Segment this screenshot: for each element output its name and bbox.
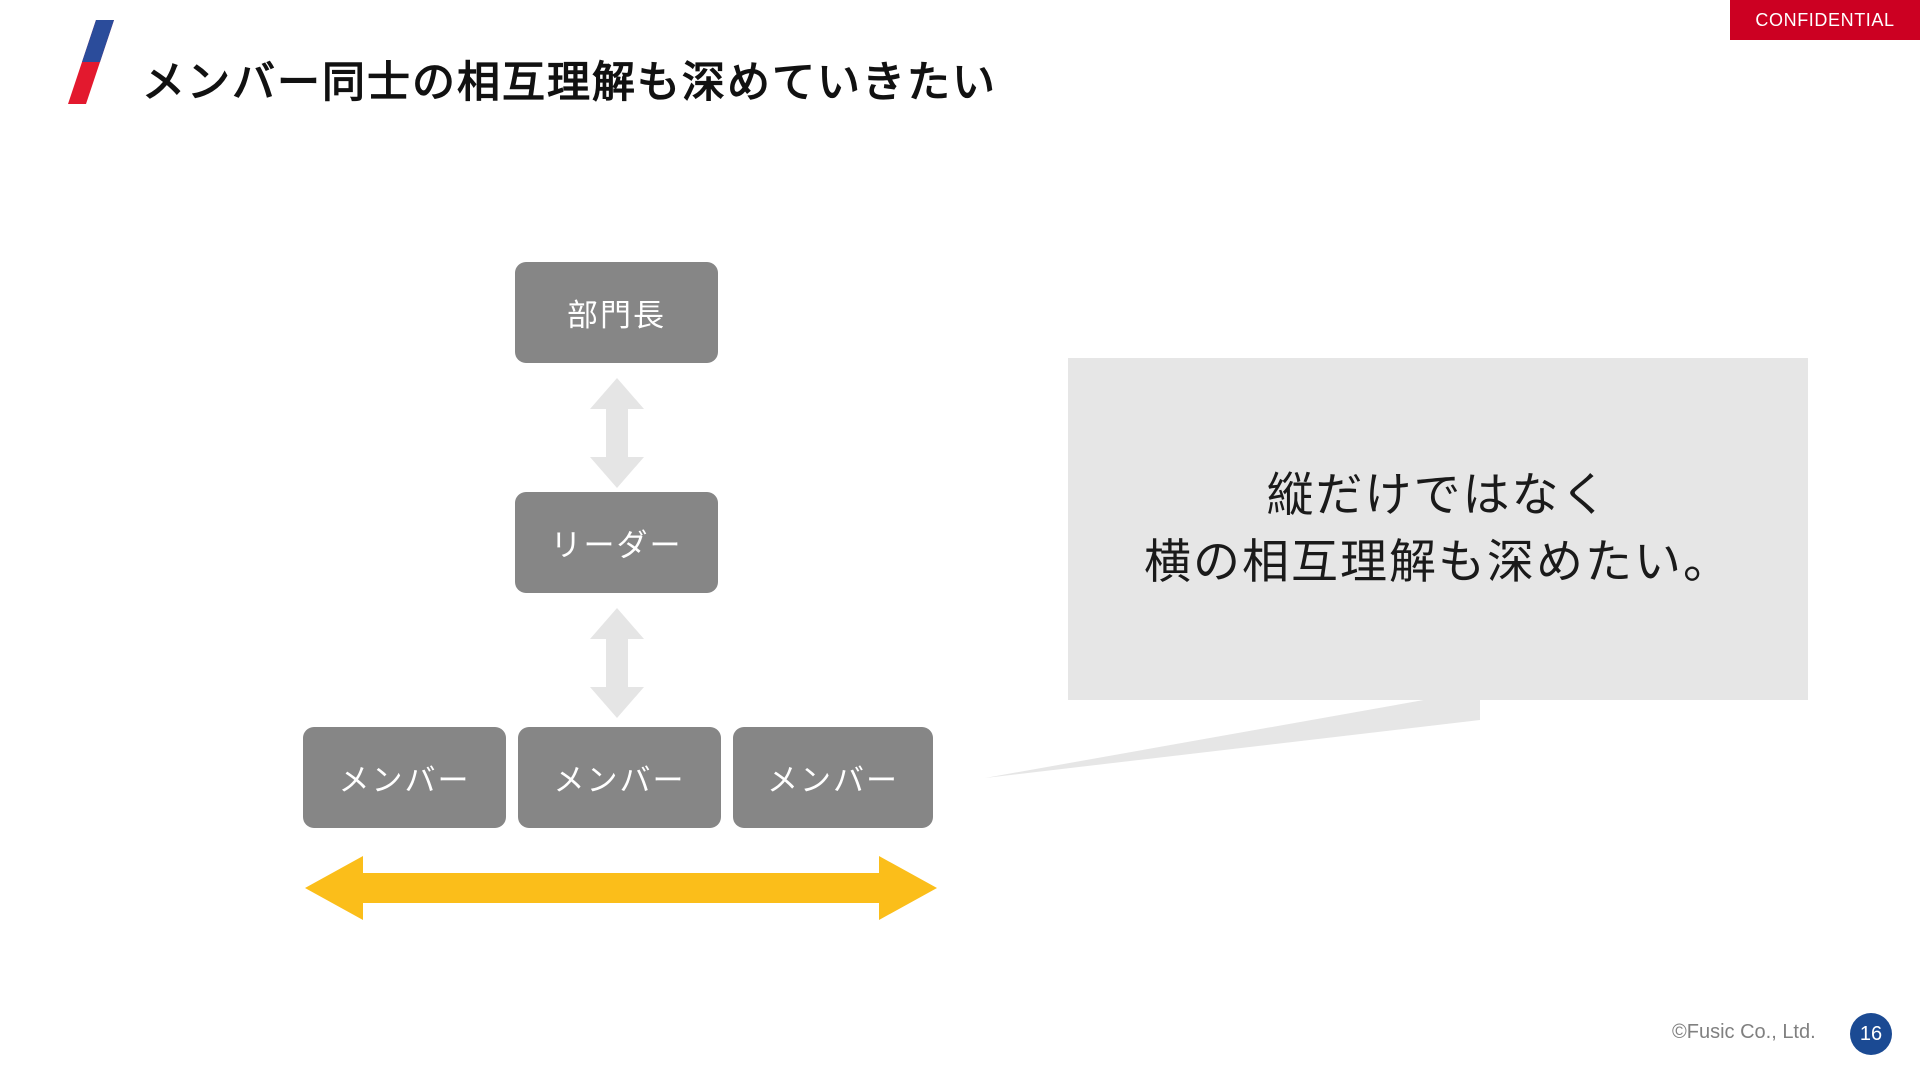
org-node-member-3: メンバー bbox=[733, 727, 933, 828]
page-number-label: 16 bbox=[1859, 1022, 1883, 1045]
double-arrow-vertical-icon bbox=[588, 608, 646, 718]
org-node-director: 部門長 bbox=[515, 262, 718, 363]
footer-copyright: ©Fusic Co., Ltd. bbox=[1672, 1021, 1816, 1043]
page-title: メンバー同士の相互理解も深めていきたい bbox=[142, 59, 997, 107]
org-node-member-3-label: メンバー bbox=[767, 763, 899, 798]
callout-tail-icon bbox=[960, 690, 1480, 790]
page-number-badge: 16 bbox=[1850, 1013, 1892, 1055]
org-node-leader: リーダー bbox=[515, 492, 718, 593]
callout-line-2: 横の相互理解も深めたい。 bbox=[1144, 535, 1732, 588]
org-node-director-label: 部門長 bbox=[567, 298, 666, 333]
confidential-badge: CONFIDENTIAL bbox=[1730, 0, 1920, 40]
callout-bubble: 縦だけではなく 横の相互理解も深めたい。 bbox=[1068, 358, 1808, 700]
org-node-member-2-label: メンバー bbox=[553, 763, 686, 798]
org-node-leader-label: リーダー bbox=[550, 528, 683, 563]
org-node-member-1-label: メンバー bbox=[338, 763, 471, 798]
double-arrow-horizontal-icon bbox=[305, 854, 937, 922]
double-arrow-vertical-icon bbox=[588, 378, 646, 488]
org-node-member-2: メンバー bbox=[518, 727, 721, 828]
callout-line-1: 縦だけではなく bbox=[1266, 468, 1610, 522]
confidential-label: CONFIDENTIAL bbox=[1755, 9, 1895, 30]
org-node-member-1: メンバー bbox=[303, 727, 506, 828]
fusic-slash-logo-icon bbox=[62, 12, 120, 112]
